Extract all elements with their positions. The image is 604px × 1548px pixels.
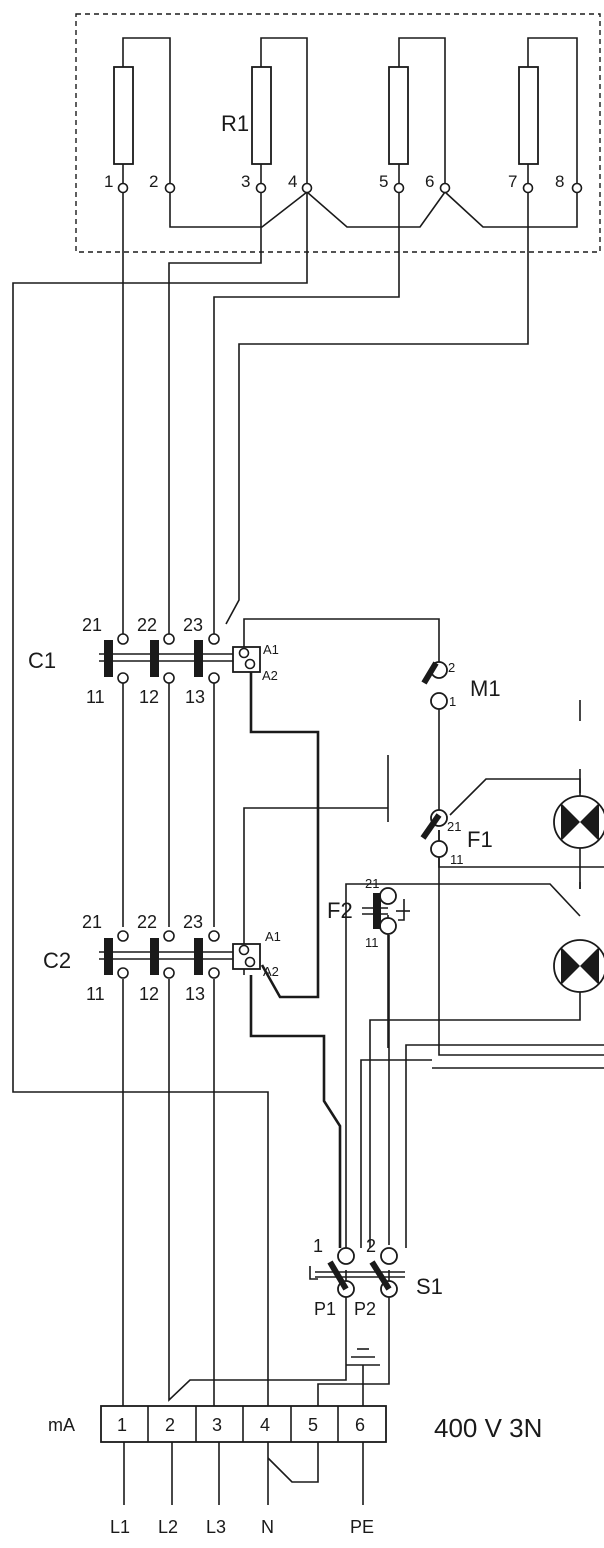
indicator-lamp-icon bbox=[553, 795, 604, 849]
contactor-c2-label: C2 bbox=[43, 948, 71, 973]
selector-switch-s1: 1 2 P1 P2 S1 bbox=[309, 1236, 443, 1319]
svg-text:4: 4 bbox=[288, 172, 297, 191]
svg-text:1: 1 bbox=[313, 1236, 323, 1256]
svg-text:11: 11 bbox=[86, 687, 105, 707]
svg-text:A2: A2 bbox=[262, 668, 278, 683]
svg-text:2: 2 bbox=[448, 660, 455, 675]
fuse-f1: 21 11 F1 bbox=[420, 809, 493, 867]
svg-text:2: 2 bbox=[165, 1415, 175, 1435]
svg-text:3: 3 bbox=[212, 1415, 222, 1435]
svg-text:21: 21 bbox=[365, 876, 379, 891]
heater-element bbox=[251, 66, 272, 165]
supply-wires bbox=[123, 1442, 364, 1505]
svg-text:4: 4 bbox=[260, 1415, 270, 1435]
svg-text:23: 23 bbox=[183, 615, 203, 635]
terminal-block: mA 1 2 3 4 5 6 bbox=[48, 1405, 387, 1443]
svg-text:A2: A2 bbox=[263, 964, 279, 979]
heater-terminal-labels: 1 2 3 4 5 6 7 8 bbox=[104, 172, 564, 191]
star-link bbox=[169, 190, 578, 228]
svg-text:11: 11 bbox=[450, 852, 464, 867]
supply-labels: L1 L2 L3 N PE bbox=[110, 1517, 374, 1537]
svg-text:8: 8 bbox=[555, 172, 564, 191]
voltage-label: 400 V 3N bbox=[434, 1413, 542, 1443]
svg-text:13: 13 bbox=[185, 984, 205, 1004]
svg-text:5: 5 bbox=[308, 1415, 318, 1435]
control-wires bbox=[243, 618, 604, 1248]
coil-wires bbox=[249, 664, 342, 1248]
heater-element bbox=[518, 66, 539, 165]
svg-text:2: 2 bbox=[366, 1236, 376, 1256]
svg-text:PE: PE bbox=[350, 1517, 374, 1537]
svg-text:1: 1 bbox=[104, 172, 113, 191]
heater-elements bbox=[113, 37, 578, 185]
svg-text:7: 7 bbox=[508, 172, 517, 191]
svg-text:21: 21 bbox=[447, 819, 461, 834]
svg-text:11: 11 bbox=[365, 935, 379, 950]
contactor-c1: C1 21 22 23 11 12 13 A1 A2 bbox=[28, 615, 279, 707]
heater-bank-label: R1 bbox=[221, 111, 249, 136]
svg-text:2: 2 bbox=[149, 172, 158, 191]
fuse-f1-label: F1 bbox=[467, 827, 493, 852]
svg-text:6: 6 bbox=[355, 1415, 365, 1435]
svg-text:22: 22 bbox=[137, 615, 157, 635]
svg-text:P2: P2 bbox=[354, 1299, 376, 1319]
indicator-lamp-icon bbox=[553, 939, 604, 993]
svg-text:L2: L2 bbox=[158, 1517, 178, 1537]
svg-text:3: 3 bbox=[241, 172, 250, 191]
svg-text:21: 21 bbox=[82, 615, 102, 635]
svg-text:12: 12 bbox=[139, 984, 159, 1004]
selector-switch-label: S1 bbox=[416, 1274, 443, 1299]
heater-enclosure bbox=[75, 13, 601, 253]
motor-switch-m1: 2 1 M1 bbox=[421, 660, 501, 710]
svg-text:6: 6 bbox=[425, 172, 434, 191]
svg-text:23: 23 bbox=[183, 912, 203, 932]
svg-text:12: 12 bbox=[139, 687, 159, 707]
svg-text:5: 5 bbox=[379, 172, 388, 191]
contactor-c1-label: C1 bbox=[28, 648, 56, 673]
svg-text:N: N bbox=[261, 1517, 274, 1537]
heater-terminals bbox=[117, 182, 583, 194]
heater-element bbox=[388, 66, 409, 165]
power-wires bbox=[12, 193, 529, 1420]
svg-text:P1: P1 bbox=[314, 1299, 336, 1319]
svg-text:L3: L3 bbox=[206, 1517, 226, 1537]
svg-text:A1: A1 bbox=[265, 929, 281, 944]
fuse-f2-label: F2 bbox=[327, 898, 353, 923]
heater-element bbox=[113, 66, 134, 165]
svg-text:13: 13 bbox=[185, 687, 205, 707]
motor-switch-label: M1 bbox=[470, 676, 501, 701]
svg-text:1: 1 bbox=[449, 694, 456, 709]
svg-text:L1: L1 bbox=[110, 1517, 130, 1537]
svg-text:A1: A1 bbox=[263, 642, 279, 657]
svg-text:22: 22 bbox=[137, 912, 157, 932]
svg-text:21: 21 bbox=[82, 912, 102, 932]
fuse-f2: 21 11 F2 bbox=[327, 876, 410, 950]
svg-text:11: 11 bbox=[86, 984, 105, 1004]
mains-label: mA bbox=[48, 1415, 75, 1435]
contactor-c2: C2 21 22 23 11 12 13 A1 A2 bbox=[43, 912, 281, 1004]
svg-text:1: 1 bbox=[117, 1415, 127, 1435]
